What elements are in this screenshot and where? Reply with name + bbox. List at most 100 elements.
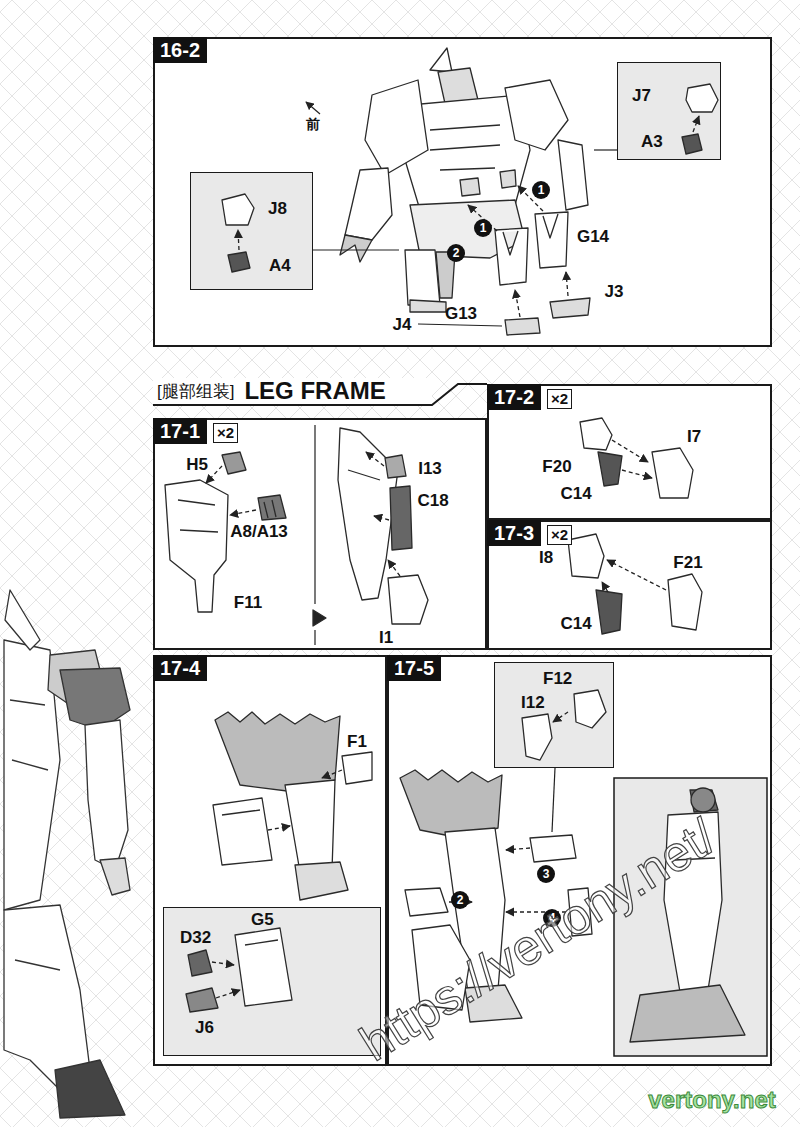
inset-ground [163, 62, 767, 1056]
part-code: F12 [543, 670, 572, 687]
detail-inset: D32G5J6 [163, 907, 381, 1056]
assembly-arrow [607, 560, 666, 590]
part-code: I8 [537, 548, 555, 567]
leg-parts [215, 712, 340, 792]
inset-parts [522, 714, 552, 760]
step-number: 17-4 [153, 655, 207, 681]
side-figure [10, 700, 60, 970]
assembly-arrow [374, 516, 389, 520]
detail-inset: F12I12 [494, 662, 614, 768]
page-ground [153, 418, 487, 650]
assembly-arrow [566, 272, 568, 296]
assembly-arrow [268, 826, 290, 830]
callout-number: 3 [537, 865, 555, 883]
side-figure [4, 905, 90, 1090]
assembly-arrow [216, 990, 240, 998]
part-code: F21 [671, 553, 704, 572]
assembly-arrow [388, 560, 400, 576]
leg-parts [385, 455, 406, 478]
robot-figure [558, 140, 588, 210]
robot-figure [460, 178, 480, 196]
robot-figure [345, 168, 392, 240]
direction-mark: 前 [306, 117, 320, 131]
step-number: 16-2 [153, 37, 207, 63]
leg-parts [405, 888, 448, 916]
part-code: D32 [180, 929, 211, 946]
inset-ground [163, 907, 381, 1056]
part-code: G14 [575, 227, 611, 246]
robot-figure [505, 318, 540, 335]
step-number: 17-5 [387, 655, 441, 681]
leg-parts [390, 486, 412, 550]
leader-line [552, 768, 555, 832]
robot-figure [430, 48, 452, 72]
leg-parts [598, 452, 622, 486]
inset-parts [574, 690, 606, 728]
inset-parts [691, 788, 715, 812]
callout-number: 2 [451, 891, 469, 909]
callout-number: 2 [447, 244, 465, 262]
callout-number: 1 [532, 181, 550, 199]
leader-line [306, 102, 320, 114]
inset-parts [188, 950, 212, 976]
leg-parts [596, 590, 622, 634]
leg-parts [530, 835, 576, 862]
quantity-badge: ×2 [213, 423, 238, 443]
watermark: vertony.net [648, 1088, 776, 1112]
leader-line [313, 249, 399, 250]
side-figure [85, 720, 128, 870]
side-figure [55, 1060, 125, 1118]
robot-figure [365, 80, 428, 175]
inset-parts [235, 928, 292, 1006]
robot-figure [500, 170, 516, 188]
inset-ground [617, 62, 721, 160]
inset-parts [686, 84, 718, 112]
part-code: G5 [251, 911, 274, 928]
robot-figure [550, 298, 590, 318]
leg-parts [568, 534, 604, 578]
robot-figure [340, 235, 372, 262]
assembly-arrow [622, 470, 652, 478]
part-code: F11 [232, 593, 264, 612]
part-code: I1 [377, 628, 395, 647]
assembly-arrow [693, 116, 699, 132]
assembly-arrow [230, 510, 256, 515]
page-ground [153, 378, 432, 405]
inset-ground [494, 662, 614, 768]
inset-parts [186, 988, 218, 1012]
quantity-badge: ×2 [547, 389, 572, 409]
assembly-arrow [506, 848, 530, 850]
callout-number: 1 [474, 219, 492, 237]
leg-parts [313, 610, 326, 626]
robot-figure [495, 228, 528, 285]
assembly-arrow [602, 582, 608, 592]
part-code: A4 [269, 257, 291, 274]
step-panel: 17-3×2 [487, 520, 772, 650]
assembly-arrow [238, 230, 239, 250]
assembly-arrow [515, 290, 520, 317]
assembly-arrow [322, 770, 342, 778]
detail-inset: J7A3 [617, 62, 721, 160]
leader-line [314, 425, 315, 645]
leg-parts [213, 798, 272, 865]
leader-line [594, 149, 617, 150]
part-code: H5 [184, 455, 210, 474]
part-code: I12 [521, 694, 545, 711]
leg-parts [342, 752, 372, 784]
leg-parts [668, 574, 702, 630]
robot-figure [340, 48, 590, 335]
leader-line [418, 324, 502, 326]
leg-parts [165, 480, 228, 612]
side-figure [4, 590, 130, 1118]
inset-parts [222, 194, 254, 225]
assembly-arrow [366, 452, 384, 466]
part-code: J4 [391, 315, 414, 334]
step-number: 17-3 [487, 520, 541, 546]
assembly-arrow [553, 712, 568, 722]
leg-parts [400, 770, 502, 838]
leg-parts [258, 495, 286, 520]
part-code: J7 [632, 87, 651, 104]
